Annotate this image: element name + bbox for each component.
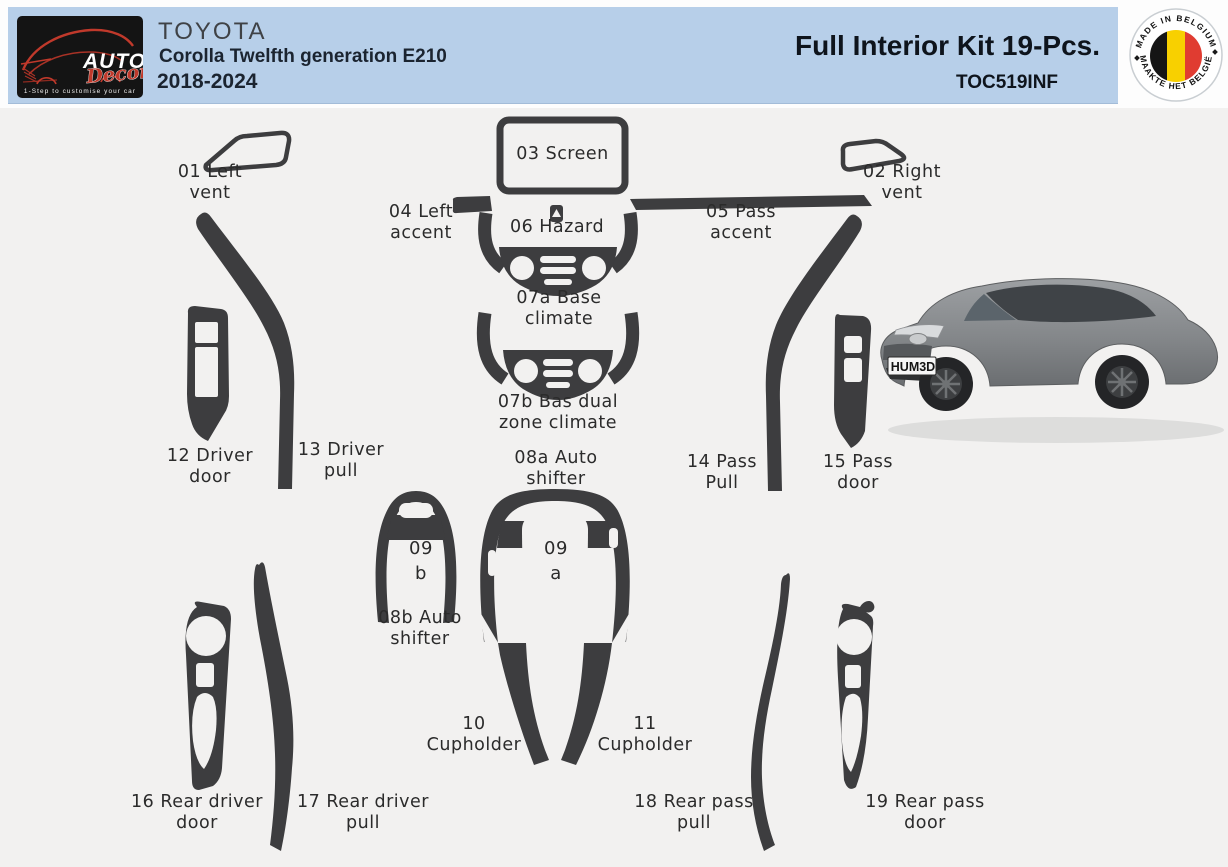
car-windshield (964, 294, 1016, 321)
part-19-rear-pass-door (836, 601, 875, 789)
logo-brand-script: Decor (85, 60, 143, 88)
toyota-emblem-icon (908, 333, 928, 345)
car-headlight (893, 324, 945, 339)
part-06-hazard (550, 205, 563, 222)
part-04-left-accent (452, 196, 492, 214)
part-05-pass-accent (630, 195, 872, 210)
made-in-belgium-badge: MADE IN BELGIUM MAAKTE HET BELGIË (1129, 8, 1223, 102)
logo-brand-top: AUTO (82, 50, 143, 73)
label-06-hazard: 06 Hazard (509, 217, 605, 237)
part-07a-base-climate (478, 211, 638, 296)
part-13-driver-pull (196, 212, 295, 489)
part-07b-dual-zone-climate (476, 312, 640, 400)
part-08a-auto-shifter (480, 489, 630, 652)
vehicle-years: 2018-2024 (157, 70, 258, 93)
license-plate-text: HUM3D (891, 360, 935, 374)
part-02-right-vent (840, 138, 907, 172)
car-windows (986, 284, 1156, 323)
autodecor-logo: AUTO Decor 1-Step to customise your car (17, 16, 143, 98)
part-17-rear-driver-pull (253, 562, 294, 851)
part-11-cupholder (561, 643, 612, 765)
part-01-left-vent (203, 130, 292, 173)
part-14-pass-pull (765, 214, 862, 491)
vehicle-model: Corolla Twelfth generation E210 (159, 46, 447, 67)
part-15-pass-door (834, 314, 872, 448)
vehicle-make: TOYOTA (158, 18, 267, 45)
product-title: Full Interior Kit 19-Pcs. (795, 30, 1100, 61)
part-12-driver-door (187, 306, 229, 441)
logo-tagline: 1-Step to customise your car (24, 88, 136, 95)
part-16-rear-driver-door (185, 601, 231, 790)
part-08b-auto-shifter (375, 491, 457, 623)
product-code: TOC519INF (955, 72, 1059, 93)
logo-car-sketch-icon: AUTO Decor 1-Step to customise your car (20, 28, 143, 95)
car-photo: HUM3D (880, 278, 1224, 443)
license-plate (887, 356, 937, 376)
car-shadow (888, 417, 1224, 443)
belgium-flag-icon (1150, 30, 1202, 82)
header-bar (8, 7, 1118, 104)
part-18-rear-pass-pull (751, 573, 790, 851)
part-10-cupholder (498, 643, 549, 765)
label-03-screen: 03 Screen (516, 144, 609, 164)
part-03-screen (496, 116, 629, 195)
